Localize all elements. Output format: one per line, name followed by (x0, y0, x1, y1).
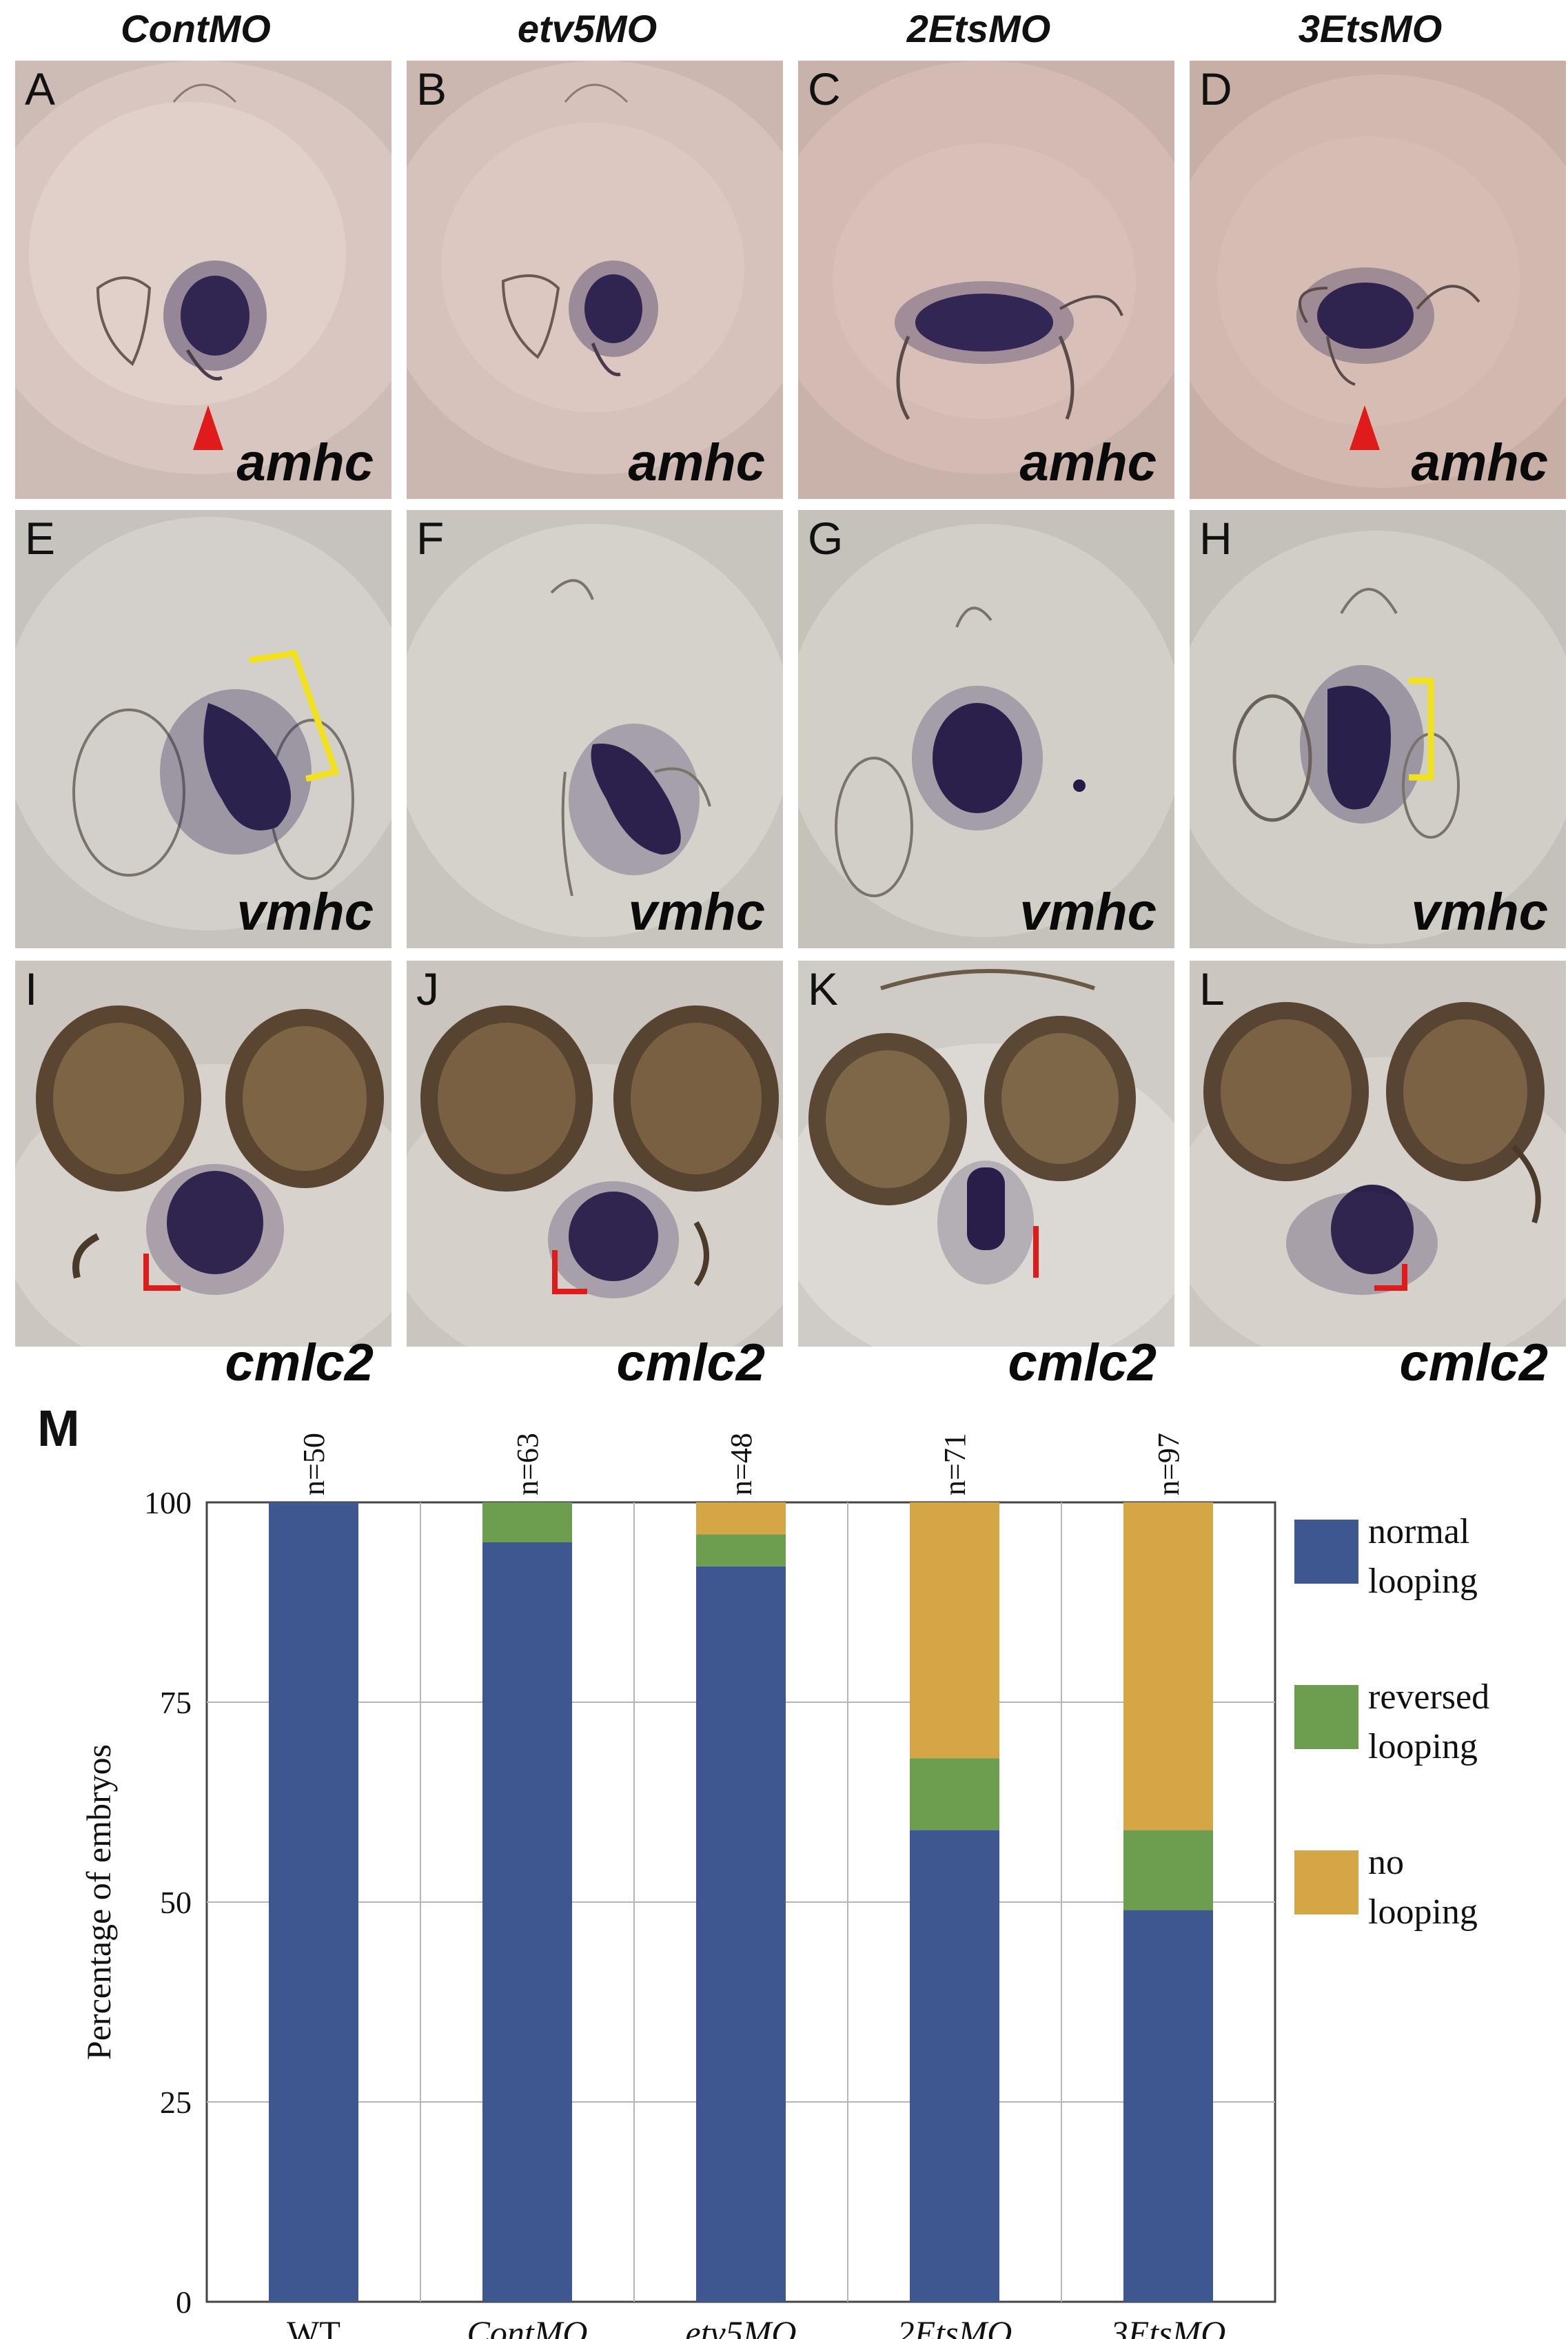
gene-label: cmlc2 (225, 1334, 374, 1392)
panel-d-amhc-3etsmo: D amhc (1190, 61, 1566, 499)
column-header-2etsmo: 2EtsMO (906, 7, 1051, 50)
looping-stacked-bar-chart: 0 25 50 75 100 WT ContMO etv5MO 2EtsMO 3EtsMO n=… (79, 1433, 1489, 2339)
embryo-image (1190, 961, 1566, 1347)
bar-no-looping-3EtsMO (1123, 1502, 1213, 1830)
panel-label: C (808, 63, 841, 114)
embryo-image (1190, 61, 1566, 499)
gene-label: cmlc2 (1399, 1334, 1549, 1392)
y-tick-label: 25 (160, 2085, 192, 2120)
legend-swatch-no-looping (1294, 1850, 1358, 1914)
x-tick-label-ContMO: ContMO (467, 2314, 588, 2339)
x-tick-label-3EtsMO: 3EtsMO (1110, 2314, 1226, 2339)
bar-no-looping-etv5MO (696, 1502, 786, 1535)
y-tick-label: 50 (160, 1885, 192, 1920)
panel-label: D (1199, 63, 1232, 114)
legend-swatch-normal-looping (1294, 1520, 1358, 1584)
gene-label: vmhc (236, 883, 374, 941)
embryo-image (15, 61, 391, 499)
panel-g-vmhc-2etsmo: G vmhc (798, 510, 1174, 948)
gene-label: amhc (1411, 433, 1548, 492)
column-header-etv5mo: etv5MO (517, 7, 658, 50)
legend-label: no (1368, 1843, 1404, 1882)
embryo-image (798, 61, 1174, 499)
panel-e-vmhc-contmo: E vmhc (15, 510, 391, 948)
panel-label: I (25, 963, 38, 1014)
bar-normal-looping-3EtsMO (1123, 1910, 1213, 2302)
panel-b-amhc-etv5mo: B amhc (407, 61, 783, 499)
legend-label: looping (1368, 1727, 1478, 1766)
gene-label: amhc (236, 433, 374, 492)
x-tick-label-etv5MO: etv5MO (685, 2314, 796, 2339)
bar-normal-looping-ContMO (482, 1542, 572, 2302)
panel-label: L (1199, 963, 1225, 1014)
gene-label: amhc (628, 433, 765, 492)
panel-j-cmlc2-etv5mo: J cmlc2 (407, 961, 783, 1399)
column-header-contmo: ContMO (121, 7, 271, 50)
panel-label: G (808, 513, 844, 564)
legend-label: looping (1368, 1892, 1478, 1932)
gene-label: amhc (1019, 433, 1157, 492)
panel-a-amhc-contmo: A amhc (15, 61, 391, 499)
bar-normal-looping-WT (269, 1502, 358, 2302)
gene-label: vmhc (628, 883, 765, 941)
sample-size-label: n=63 (511, 1433, 544, 1495)
panel-c-amhc-2etsmo: C amhc (798, 61, 1174, 499)
bar-reversed-looping-2EtsMO (910, 1758, 999, 1830)
panel-label: H (1199, 513, 1232, 564)
bar-no-looping-2EtsMO (910, 1502, 999, 1759)
gene-label: vmhc (1019, 883, 1157, 941)
embryo-image (1190, 510, 1566, 948)
x-tick-label-WT: WT (287, 2314, 340, 2339)
panel-label: K (808, 963, 839, 1014)
legend-label: reversed (1368, 1677, 1489, 1717)
panel-label: A (25, 63, 56, 114)
panel-label: F (416, 513, 445, 564)
embryo-image (15, 961, 391, 1347)
embryo-image (407, 961, 783, 1347)
sample-size-label: n=97 (1152, 1433, 1185, 1495)
embryo-image (407, 61, 783, 499)
embryo-image (407, 510, 783, 948)
panel-i-cmlc2-contmo: I cmlc2 (15, 961, 391, 1399)
panel-k-cmlc2-2etsmo: K cmlc2 (798, 961, 1174, 1399)
embryo-image (798, 510, 1174, 948)
red-bracket (1374, 1264, 1407, 1291)
panel-label: J (416, 963, 439, 1014)
panel-label: E (25, 513, 56, 564)
embryo-image (798, 961, 1174, 1347)
gene-label: cmlc2 (1008, 1334, 1157, 1392)
gene-label: vmhc (1411, 883, 1548, 941)
embryo-image (15, 510, 391, 948)
legend-label: normal (1368, 1512, 1469, 1551)
bar-reversed-looping-3EtsMO (1123, 1830, 1213, 1910)
red-bracket (143, 1254, 181, 1291)
legend-swatch-reversed-looping (1294, 1685, 1358, 1749)
bar-reversed-looping-ContMO (482, 1502, 572, 1542)
yellow-bracket (249, 649, 340, 782)
x-tick-label-2EtsMO: 2EtsMO (897, 2314, 1012, 2339)
panel-l-cmlc2-3etsmo: L cmlc2 (1190, 961, 1566, 1399)
red-arrowhead (193, 405, 223, 450)
sample-size-label: n=50 (297, 1433, 331, 1495)
column-header-3etsmo: 3EtsMO (1298, 7, 1443, 50)
bar-normal-looping-2EtsMO (910, 1830, 999, 2302)
y-tick-label: 100 (144, 1485, 192, 1520)
y-tick-label: 75 (160, 1685, 192, 1720)
gene-label: cmlc2 (616, 1334, 766, 1392)
panel-label: B (416, 63, 447, 114)
red-bracket (552, 1250, 587, 1294)
bar-reversed-looping-etv5MO (696, 1534, 786, 1566)
bar-normal-looping-etv5MO (696, 1566, 786, 2302)
y-axis-label: Percentage of embryos (79, 1744, 118, 2060)
y-tick-label: 0 (176, 2285, 192, 2320)
panel-m-label: M (37, 1400, 80, 1457)
panel-f-vmhc-etv5mo: F vmhc (407, 510, 783, 948)
sample-size-label: n=48 (724, 1433, 758, 1495)
red-arrowhead (1350, 405, 1380, 450)
sample-size-label: n=71 (938, 1433, 972, 1495)
panel-h-vmhc-3etsmo: H vmhc (1190, 510, 1566, 948)
legend-label: looping (1368, 1562, 1478, 1601)
yellow-bracket (1409, 677, 1434, 781)
